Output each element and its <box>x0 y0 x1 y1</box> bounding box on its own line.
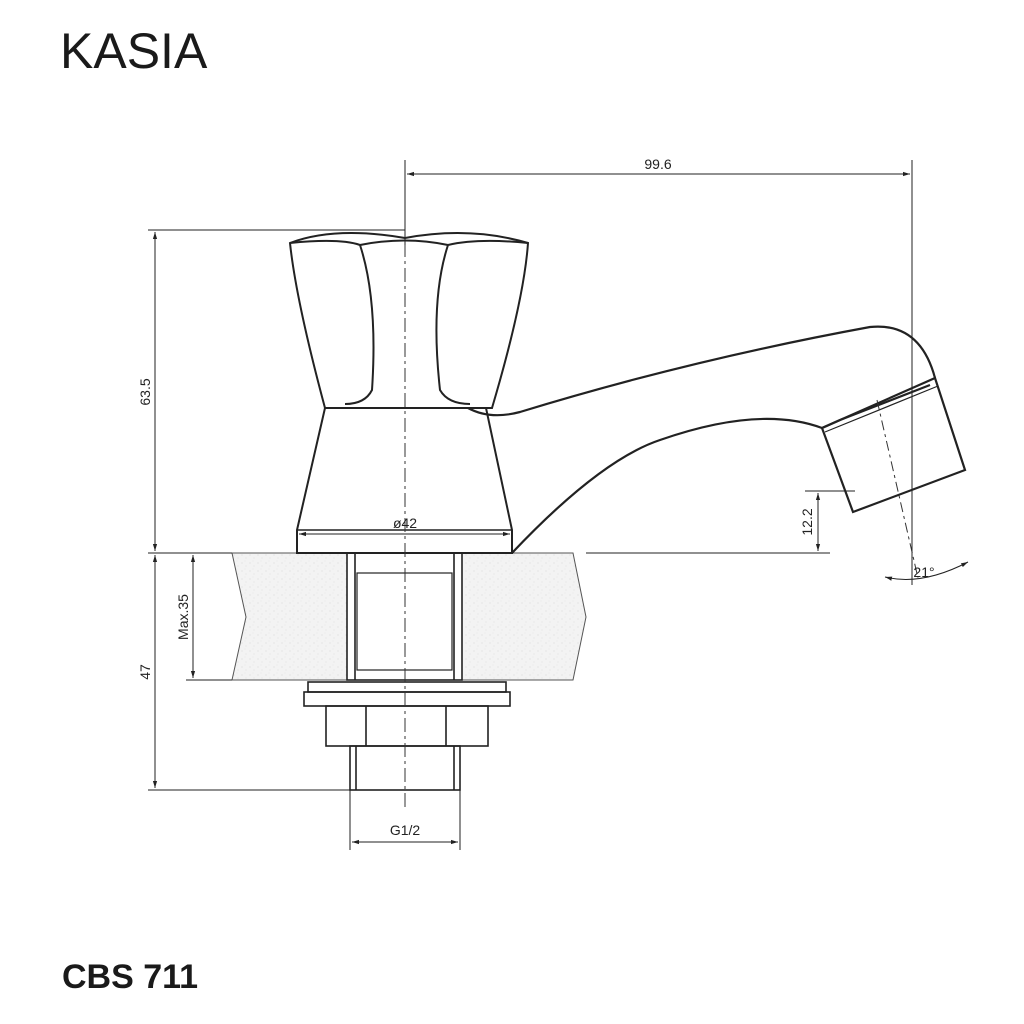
countertop-right <box>461 552 587 681</box>
model-code: CBS 711 <box>62 958 199 996</box>
dim-spout-angle <box>884 561 969 581</box>
dim-shank-length-label: 47 <box>137 664 153 680</box>
cross-handle <box>288 232 530 409</box>
countertop-left <box>231 552 348 681</box>
dim-total-height <box>148 229 405 554</box>
dim-counter-thickness-label: Max.35 <box>175 594 191 640</box>
dim-spout-height-label: 12.2 <box>799 508 815 535</box>
dim-spout-height <box>586 490 855 554</box>
dim-total-height-label: 63.5 <box>137 378 153 405</box>
dim-spout-angle-label: 21° <box>913 564 934 580</box>
product-title: KASIA <box>60 23 208 79</box>
dim-base-diameter-label: ø42 <box>393 515 417 531</box>
mounting-nut <box>303 681 511 791</box>
dim-shank-length <box>148 555 350 791</box>
spout <box>467 325 967 554</box>
dim-spout-reach-label: 99.6 <box>644 156 671 172</box>
dim-counter-thickness <box>186 555 232 681</box>
spout-axis <box>876 399 919 579</box>
dim-thread-label: G1/2 <box>390 822 421 838</box>
dim-thread <box>349 790 461 850</box>
dim-spout-reach <box>404 160 913 585</box>
